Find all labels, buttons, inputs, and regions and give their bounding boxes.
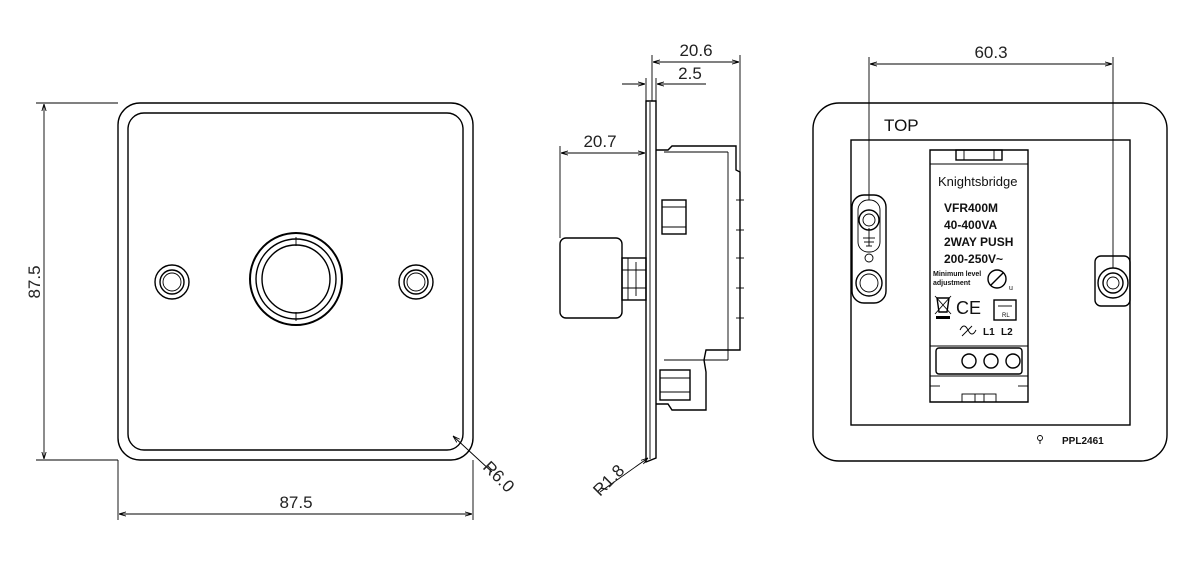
dim-corner-radius-label: R6.0 — [479, 457, 518, 496]
rear-right-fixing — [1094, 255, 1131, 307]
rear-min-level-line1: Minimum level — [933, 271, 981, 278]
dim-front-height-label: 87.5 — [25, 265, 44, 298]
dim-side-knob: 20.7 — [559, 132, 647, 238]
rear-dimmer-module — [929, 149, 1029, 403]
rear-view: TOP 60.3 — [812, 43, 1168, 462]
front-plate-outer — [117, 102, 474, 461]
side-view: 20.6 2.5 20.7 R1.8 — [559, 41, 744, 500]
dim-side-depth-label: 20.6 — [679, 41, 712, 60]
ce-mark: CE — [956, 298, 981, 318]
rear-min-level-line2: adjustment — [933, 280, 971, 287]
lamp-symbol-icon — [959, 325, 977, 337]
svg-text:u: u — [1009, 285, 1013, 292]
dim-corner-radius: R6.0 — [453, 436, 518, 496]
dim-side-radius: R1.8 — [589, 458, 648, 500]
side-knob — [559, 237, 647, 319]
dim-side-radius-label: R1.8 — [589, 461, 628, 500]
rear-rating-label: 40-400VA — [944, 218, 997, 232]
side-screw-boss — [661, 199, 687, 235]
dim-rear-centres-label: 60.3 — [974, 43, 1007, 62]
rear-top-label: TOP — [884, 116, 919, 135]
rear-voltage-label: 200-250V~ — [944, 252, 1003, 266]
push-dimmer-knob — [249, 232, 343, 326]
rear-brand-label: Knightsbridge — [938, 174, 1018, 189]
dim-rear-centres: 60.3 — [868, 43, 1114, 268]
right-screw-cap — [398, 264, 434, 300]
rear-function-label: 2WAY PUSH — [944, 235, 1013, 249]
front-plate-inner — [127, 112, 464, 451]
weee-bin-icon — [934, 295, 952, 319]
left-screw-cap — [154, 264, 190, 300]
dim-side-depth: 20.6 — [651, 41, 741, 172]
min-level-adjust-screw-icon: u — [987, 269, 1013, 292]
front-view: 87.5 87.5 R6.0 — [25, 102, 518, 520]
rear-plate-outer — [812, 102, 1168, 462]
ring-icon — [1037, 435, 1043, 444]
dim-front-width-label: 87.5 — [279, 493, 312, 512]
dim-side-plate: 2.5 — [622, 64, 706, 101]
rear-left-fixing — [851, 194, 887, 304]
certification-mark-icon: RL — [993, 299, 1017, 321]
side-terminal-boss — [659, 369, 691, 401]
side-plate — [645, 100, 657, 464]
dim-side-plate-label: 2.5 — [678, 64, 702, 83]
svg-text:RL: RL — [1002, 313, 1010, 319]
rear-model-label: VFR400M — [944, 201, 998, 215]
side-module-body — [656, 145, 741, 411]
dim-front-width: 87.5 — [117, 460, 474, 520]
dim-front-height: 87.5 — [25, 102, 118, 461]
rear-part-number: PPL2461 — [1062, 436, 1104, 447]
rear-terminal-l2: L2 — [1001, 327, 1013, 338]
rear-terminal-l1: L1 — [983, 327, 995, 338]
dim-side-knob-label: 20.7 — [583, 132, 616, 151]
